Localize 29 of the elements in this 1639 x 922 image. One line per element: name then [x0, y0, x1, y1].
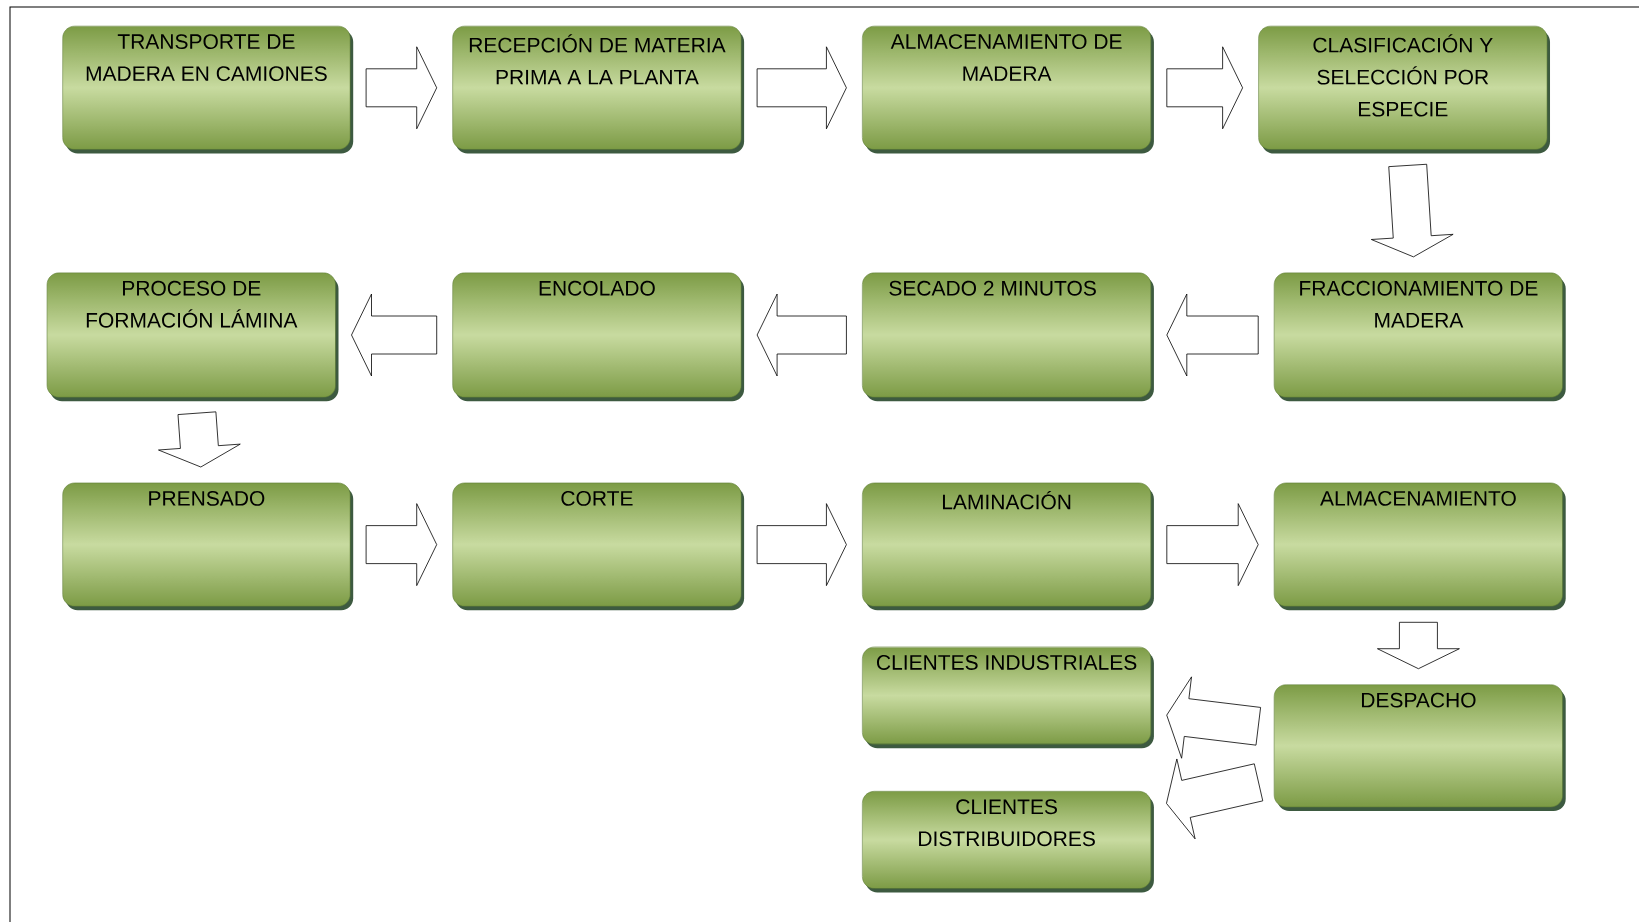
block-arrow: [1166, 46, 1243, 130]
process-box: PROCESO DE FORMACIÓN LÁMINA: [46, 272, 339, 402]
block-arrow: [158, 411, 241, 468]
process-box: CLIENTES DISTRIBUIDORES: [862, 791, 1154, 893]
block-arrow: [756, 503, 847, 586]
process-box: LAMINACIÓN: [862, 482, 1154, 611]
block-arrow: [365, 503, 438, 586]
process-box: ALMACENAMIENTO DE MADERA: [862, 25, 1154, 154]
process-box: DESPACHO: [1273, 684, 1566, 811]
process-box: ENCOLADO: [452, 272, 745, 402]
process-box: TRANSPORTE DE MADERA EN CAMIONES: [62, 25, 354, 154]
process-box: PRENSADO: [62, 482, 354, 611]
process-box: SECADO 2 MINUTOS: [862, 272, 1154, 402]
block-arrow: [1166, 293, 1259, 377]
block-arrow: [756, 46, 847, 130]
block-arrow: [756, 293, 847, 377]
block-arrow: [1377, 621, 1460, 670]
block-arrow: [1166, 676, 1261, 759]
block-arrow: [365, 46, 438, 130]
block-arrow: [351, 293, 438, 377]
block-arrow: [1166, 758, 1264, 840]
process-box: CLASIFICACIÓN Y SELECCIÓN POR ESPECIE: [1258, 25, 1550, 154]
process-box: ALMACENAMIENTO: [1273, 482, 1566, 611]
block-arrow: [1370, 163, 1454, 258]
process-box: CLIENTES INDUSTRIALES: [862, 646, 1154, 749]
process-box: RECEPCIÓN DE MATERIA PRIMA A LA PLANTA: [452, 25, 745, 154]
block-arrow: [1166, 503, 1259, 586]
process-box: CORTE: [452, 482, 745, 611]
process-box: FRACCIONAMIENTO DE MADERA: [1273, 272, 1566, 402]
